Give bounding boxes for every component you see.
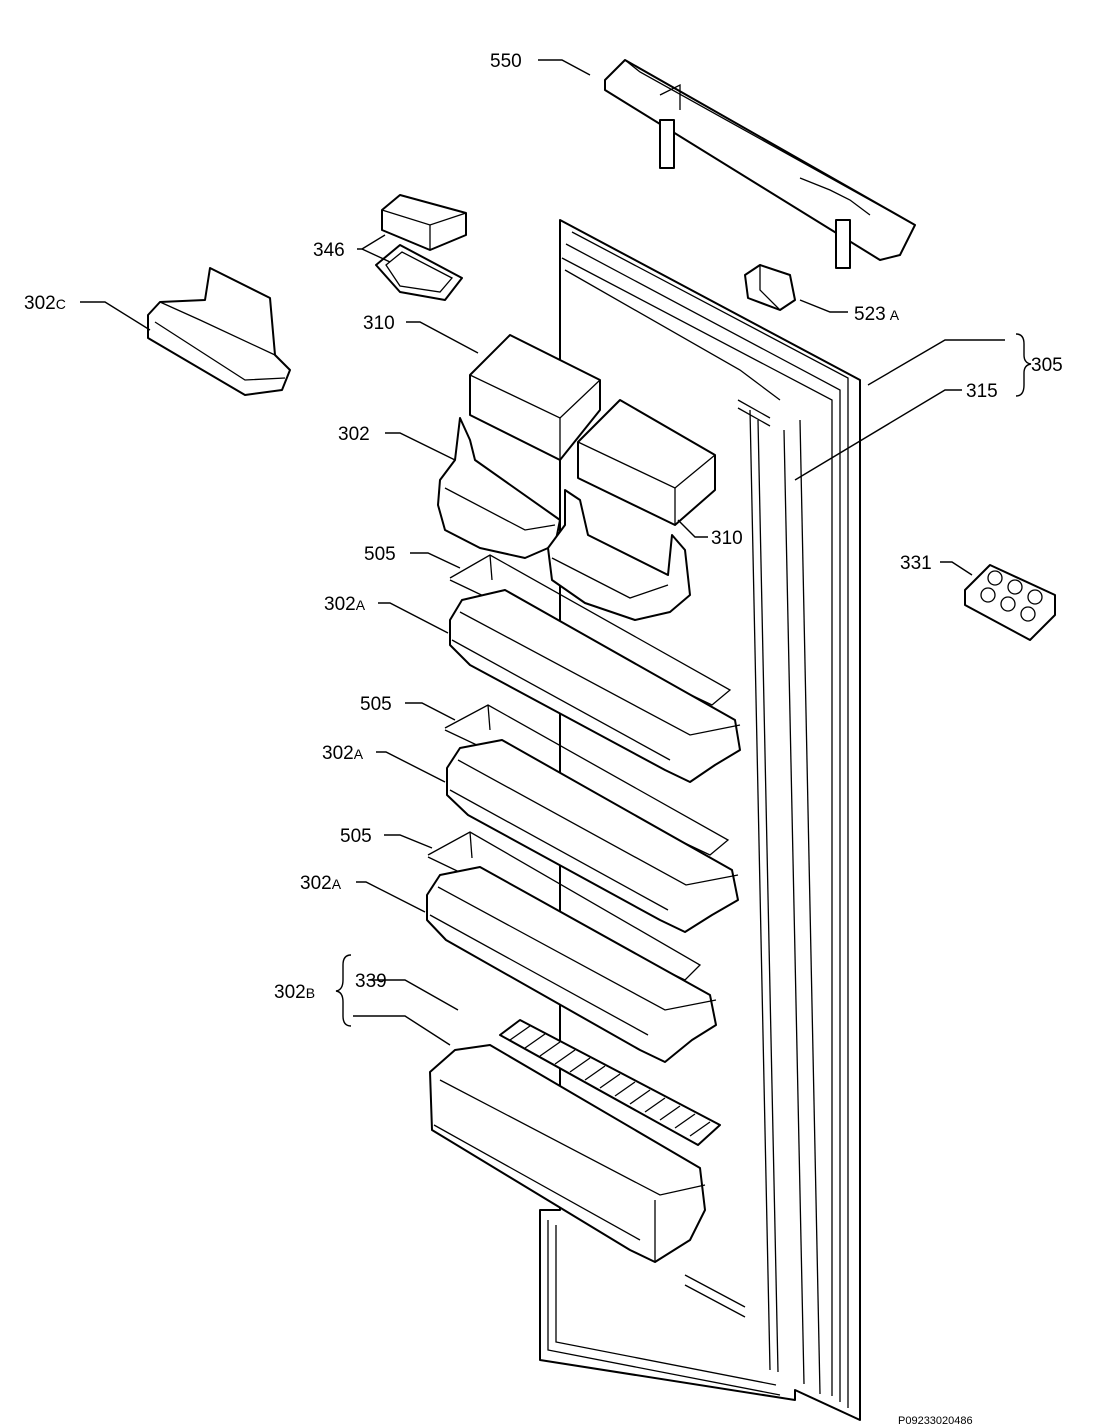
label-550: 550	[490, 51, 522, 72]
label-302a-3: 302A	[300, 873, 342, 894]
label-315: 315	[966, 381, 998, 402]
brace-302b	[335, 954, 352, 1027]
clip-part	[744, 264, 796, 311]
label-310-lower: 310	[711, 528, 743, 549]
hinge-cover-part	[604, 59, 916, 269]
door-shelf-2	[444, 704, 739, 933]
door-shelf-3	[426, 831, 717, 1063]
bottle-shelf-part	[429, 1044, 706, 1263]
label-302a-2: 302A	[322, 743, 364, 764]
egg-tray-part	[964, 564, 1056, 641]
label-346: 346	[313, 240, 345, 261]
label-310-top: 310	[363, 313, 395, 334]
small-box-part	[375, 194, 467, 301]
label-331: 331	[900, 553, 932, 574]
bottle-divider-part	[499, 1019, 721, 1146]
dairy-box-left	[469, 334, 601, 461]
side-tray-part	[147, 267, 291, 396]
label-505-2: 505	[360, 694, 392, 715]
label-302: 302	[338, 424, 370, 445]
label-305: 305	[1031, 355, 1063, 376]
label-302b: 302B	[274, 982, 315, 1003]
small-shelf-left	[437, 417, 561, 559]
dairy-box-right	[577, 399, 716, 526]
label-339: 339	[355, 971, 387, 992]
label-505-3: 505	[340, 826, 372, 847]
reference-code: P09233020486	[898, 1415, 973, 1427]
label-302a-1: 302A	[324, 594, 366, 615]
door-shelf-1	[449, 554, 741, 783]
label-505-1: 505	[364, 544, 396, 565]
leader-lines	[80, 59, 1005, 1046]
brace-305	[1015, 333, 1032, 397]
small-shelf-right	[547, 489, 691, 621]
label-302c: 302C	[24, 293, 66, 314]
